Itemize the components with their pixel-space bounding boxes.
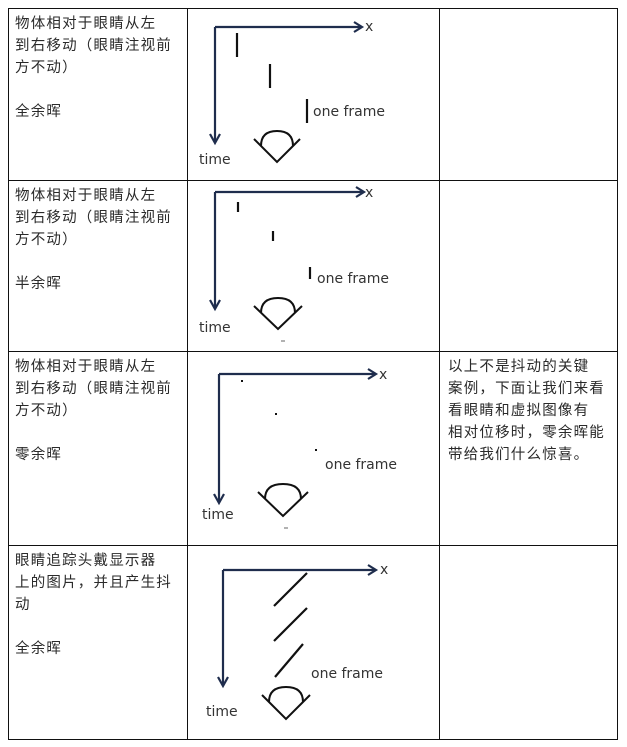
x-axis-label: x: [365, 185, 373, 201]
row-1-note: [440, 9, 618, 180]
x-axis-label: x: [365, 19, 373, 35]
description-line: 上的图片，并且产生抖: [15, 575, 172, 591]
description-line: 方不动）: [15, 60, 78, 76]
note-line: 带给我们什么惊喜。: [448, 447, 590, 463]
persistence-label: 零余晖: [15, 447, 63, 463]
frame-label: one frame: [325, 457, 397, 473]
description-line: 动: [15, 597, 31, 613]
motion-diagram: x time one frame: [206, 562, 388, 721]
description-line: 到右移动（眼睛注视前: [15, 38, 172, 54]
eye-icon: [261, 685, 311, 721]
x-axis-label: x: [379, 367, 387, 383]
frame-label: one frame: [317, 271, 389, 287]
row-3-description: 物体相对于眼睛从左 到右移动（眼睛注视前 方不动） 零余晖: [9, 352, 188, 545]
description-line: 方不动）: [15, 403, 78, 419]
description-line: 眼睛追踪头戴显示器: [15, 553, 157, 569]
object-marks: [273, 572, 308, 678]
description-line: 物体相对于眼睛从左: [15, 359, 157, 375]
frame-label: one frame: [313, 104, 385, 120]
object-marks: [235, 33, 309, 123]
comparison-table: 物体相对于眼睛从左 到右移动（眼睛注视前 方不动） 全余晖 x time: [8, 8, 618, 740]
note-line: 以上不是抖动的关键: [448, 359, 590, 375]
row-2-note: [440, 181, 618, 351]
column-divider: [187, 9, 188, 739]
description-line: 物体相对于眼睛从左: [15, 16, 157, 32]
description-line: 物体相对于眼睛从左: [15, 188, 157, 204]
axes: [209, 186, 367, 312]
row-1-diagram: x time one frame: [189, 9, 440, 180]
description-line: 到右移动（眼睛注视前: [15, 210, 172, 226]
persistence-label: 半余晖: [15, 276, 63, 292]
motion-diagram: x time one frame: [199, 185, 389, 342]
time-axis-label: time: [199, 152, 231, 168]
note-line: 看眼睛和虚拟图像有: [448, 403, 590, 419]
eye-icon: [257, 482, 309, 518]
motion-diagram: x time one frame: [202, 367, 397, 529]
axes: [213, 368, 379, 506]
row-divider: [9, 545, 617, 546]
column-divider: [439, 9, 440, 739]
note-line: 案例，下面让我们来看: [448, 381, 605, 397]
row-divider: [9, 351, 617, 352]
row-1-description: 物体相对于眼睛从左 到右移动（眼睛注视前 方不动） 全余晖: [9, 9, 188, 180]
row-2-diagram: x time one frame: [189, 181, 440, 351]
object-marks: [241, 380, 317, 451]
row-4-note: [440, 546, 618, 739]
frame-label: one frame: [311, 666, 383, 682]
row-4-description: 眼睛追踪头戴显示器 上的图片，并且产生抖 动 全余晖: [9, 546, 188, 739]
x-axis-label: x: [380, 562, 388, 578]
description-line: 方不动）: [15, 232, 78, 248]
row-4-diagram: x time one frame: [189, 546, 440, 739]
axes: [209, 21, 365, 146]
object-marks: [236, 202, 312, 279]
description-line: 到右移动（眼睛注视前: [15, 381, 172, 397]
note-line: 相对位移时，零余晖能: [448, 425, 605, 441]
eye-icon: [253, 129, 301, 164]
row-divider: [9, 180, 617, 181]
row-3-note: 以上不是抖动的关键 案例，下面让我们来看 看眼睛和虚拟图像有 相对位移时，零余晖…: [440, 352, 618, 545]
time-axis-label: time: [202, 507, 234, 523]
motion-diagram: x time one frame: [199, 19, 385, 168]
eye-icon: [253, 296, 303, 331]
time-axis-label: time: [199, 320, 231, 336]
axes: [217, 564, 379, 689]
time-axis-label: time: [206, 704, 238, 720]
persistence-label: 全余晖: [15, 104, 63, 120]
row-3-diagram: x time one frame: [189, 352, 440, 545]
row-2-description: 物体相对于眼睛从左 到右移动（眼睛注视前 方不动） 半余晖: [9, 181, 188, 351]
persistence-label: 全余晖: [15, 641, 63, 657]
